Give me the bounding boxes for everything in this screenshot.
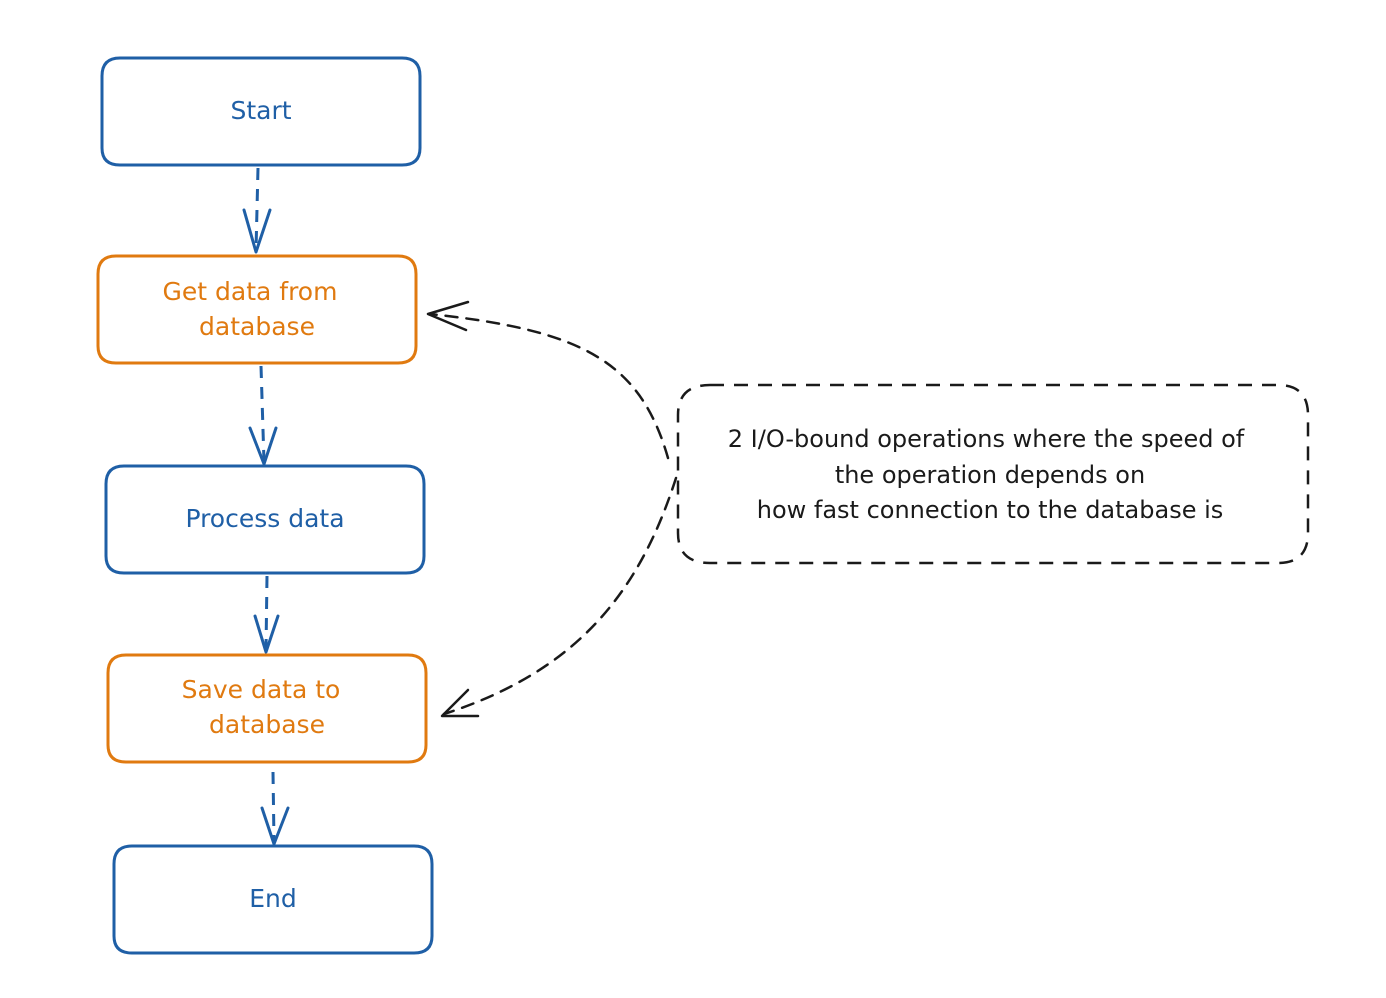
save-data-node[interactable]: Save data to database (106, 653, 428, 764)
io-bound-note-line1: 2 I/O-bound operations where the speed o… (728, 425, 1245, 453)
end-node[interactable]: End (112, 844, 434, 955)
start-node-label: Start (230, 96, 291, 125)
process-data-node-box (104, 464, 426, 575)
save-data-node-box (106, 653, 428, 764)
arrow-save-data-to-end (260, 771, 290, 846)
start-node[interactable]: Start (100, 56, 422, 167)
process-data-node-label: Process data (185, 504, 344, 533)
get-data-node-label-line2: database (199, 312, 315, 341)
io-bound-note-line2: the operation depends on (835, 461, 1145, 489)
save-data-node-label-line1: Save data to (182, 675, 341, 704)
get-data-node-box (96, 254, 418, 365)
start-node-box (100, 56, 422, 167)
arrow-note-to-get-data (426, 300, 670, 460)
io-bound-note-line3: how fast connection to the database is (757, 496, 1224, 524)
arrow-process-to-save-data (253, 575, 280, 654)
io-bound-note[interactable]: 2 I/O-bound operations where the speed o… (676, 383, 1310, 565)
arrow-get-data-to-process (248, 365, 278, 466)
process-data-node[interactable]: Process data (104, 464, 426, 575)
arrow-note-to-save-data (440, 476, 678, 718)
save-data-node-label-line2: database (209, 710, 325, 739)
get-data-node[interactable]: Get data from database (96, 254, 418, 365)
end-node-label: End (249, 884, 297, 913)
end-node-box (112, 844, 434, 955)
arrow-start-to-get-data (242, 167, 272, 254)
get-data-node-label-line1: Get data from (163, 277, 338, 306)
